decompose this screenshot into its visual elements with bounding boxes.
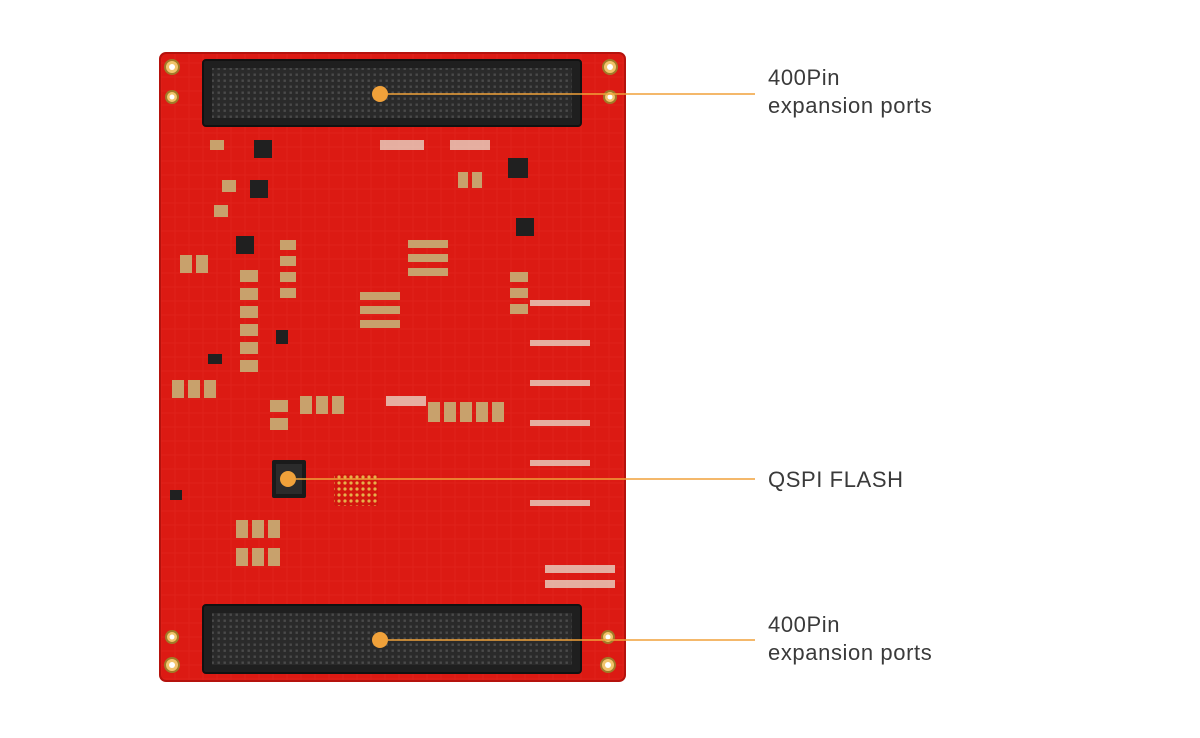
- callout-mid-line1: QSPI FLASH: [768, 467, 904, 492]
- callout-bottom-line1: 400Pin: [768, 612, 841, 637]
- callout-dot-bottom: [372, 632, 388, 648]
- bottom-expansion-connector: [202, 604, 582, 674]
- pcb-pads: [380, 140, 615, 588]
- callout-top-line1: 400Pin: [768, 65, 841, 90]
- callout-markers: [280, 86, 388, 648]
- callout-dot-mid: [280, 471, 296, 487]
- pcb-components: [172, 140, 528, 566]
- callout-top-line2: expansion ports: [768, 93, 933, 118]
- callout-label-mid: QSPI FLASH: [768, 466, 904, 494]
- callout-label-top: 400Pin expansion ports: [768, 64, 932, 120]
- callout-bottom-line2: expansion ports: [768, 640, 933, 665]
- mounting-holes: [164, 59, 618, 673]
- callout-label-bottom: 400Pin expansion ports: [768, 611, 932, 667]
- callout-leader-lines: [296, 93, 755, 641]
- callout-dot-top: [372, 86, 388, 102]
- pcb-ics: [170, 140, 534, 500]
- top-expansion-connector: [202, 59, 582, 127]
